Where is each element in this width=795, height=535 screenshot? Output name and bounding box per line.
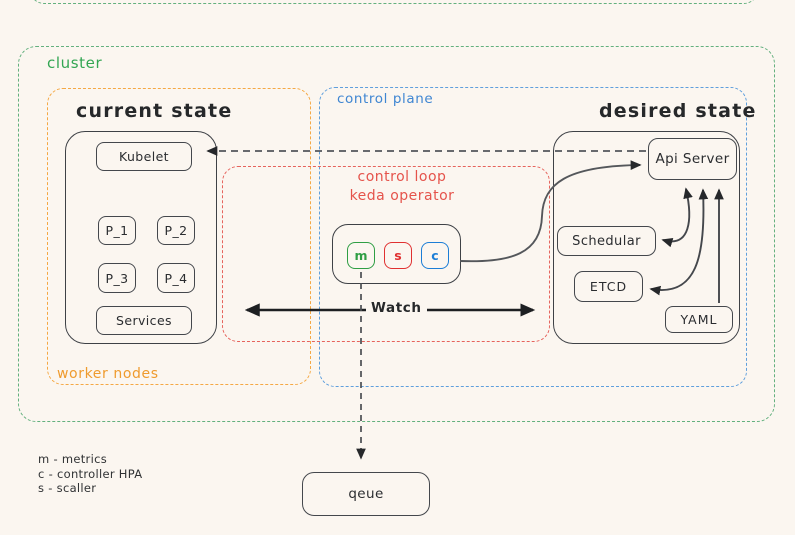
- legend: m - metrics c - controller HPA s - scall…: [38, 452, 142, 496]
- schedular-box: Schedular: [557, 226, 656, 256]
- queue-box: qeue: [302, 472, 430, 516]
- legend-item-scaller: s - scaller: [38, 481, 97, 495]
- legend-item-controller: c - controller HPA: [38, 466, 143, 481]
- component-s: s: [384, 242, 412, 269]
- watch-label: Watch: [366, 300, 427, 316]
- kubelet-box: Kubelet: [96, 142, 192, 171]
- desired-state-title: desired state: [599, 100, 757, 122]
- cluster-box: [18, 46, 775, 422]
- control-loop-label-line2: keda operator: [349, 188, 455, 204]
- control-plane-box: [319, 87, 747, 387]
- control-plane-label: control plane: [337, 91, 434, 107]
- component-m: m: [347, 242, 375, 269]
- worker-node-box: [65, 131, 217, 344]
- component-c: c: [421, 242, 449, 269]
- services-box: Services: [96, 306, 192, 335]
- control-loop-label: control loop keda operator: [326, 168, 478, 206]
- yaml-box: YAML: [665, 306, 733, 333]
- pod-2-box: P_2: [157, 216, 195, 245]
- pod-4-box: P_4: [157, 263, 195, 293]
- current-state-title: current state: [76, 100, 233, 122]
- worker-nodes-label: worker nodes: [57, 366, 159, 382]
- cluster-label: cluster: [47, 54, 103, 72]
- pod-3-box: P_3: [98, 263, 136, 293]
- etcd-box: ETCD: [574, 271, 643, 302]
- pod-1-box: P_1: [98, 216, 136, 245]
- legend-item-metrics: m - metrics: [38, 452, 107, 466]
- worker-nodes-box: [47, 88, 311, 385]
- control-loop-label-line1: control loop: [357, 169, 447, 185]
- api-server-box: Api Server: [648, 138, 737, 180]
- top-partial-cluster-box: [30, 0, 758, 4]
